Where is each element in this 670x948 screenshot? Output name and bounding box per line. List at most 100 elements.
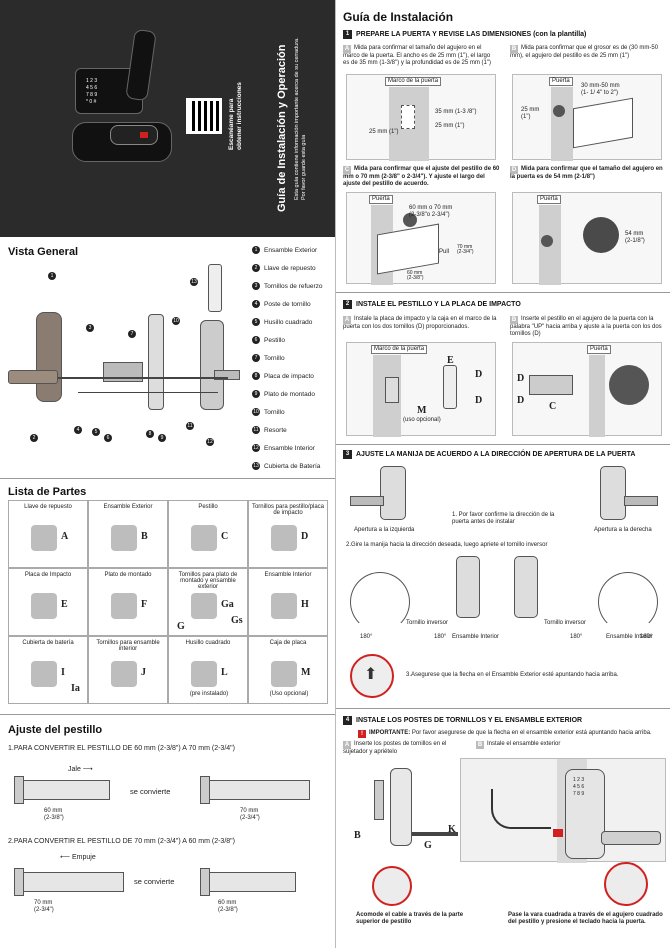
- legend-label: Tornillo: [264, 354, 285, 362]
- bore-hole-c: [403, 213, 417, 227]
- part-letter: C: [221, 531, 229, 542]
- important-note: !IMPORTANTE: Por favor asegurese de que …: [358, 730, 652, 738]
- interior-assembly-shape: [200, 320, 224, 410]
- screw-line: [78, 392, 218, 393]
- qr-caption-2: obtener instrucciones: [236, 82, 243, 150]
- exterior-handle-shape: [8, 370, 58, 384]
- legend-number: 1: [252, 246, 260, 254]
- step-4b-handle: [601, 831, 661, 845]
- qr-caption-1: Escanéame para: [228, 98, 235, 150]
- dim-35: 35 mm (1-3 /8"): [435, 109, 477, 115]
- dim-54: 54 mm(2-1/8"): [625, 231, 645, 244]
- battery-cover-shape: [208, 264, 222, 312]
- legend-item: 1 Ensamble Exterior: [252, 246, 317, 254]
- legend-number: 13: [252, 462, 260, 470]
- dim-70-b: 70 mm(2-3/4"): [34, 900, 54, 913]
- converts-label-2: se convierte: [134, 877, 175, 886]
- callout-7: 7: [128, 330, 136, 338]
- deg-left-2: 180°: [434, 634, 447, 640]
- part-label: Plato de montado: [104, 572, 152, 578]
- left-open-label: Apertura a la izquierda: [354, 527, 415, 533]
- legend-number: 6: [252, 336, 260, 344]
- door-label-c: Puerta: [369, 195, 393, 204]
- dim-60-70: 60 mm o 70 mm(2-3/8"o 2-3/4"): [409, 205, 453, 218]
- label-G-4: G: [424, 840, 432, 851]
- part-letter: A: [61, 531, 69, 542]
- latch-before-shape: [14, 780, 110, 800]
- latch-after-plate-2: [200, 868, 210, 896]
- step-3-left-lock: [380, 466, 406, 520]
- qr-code[interactable]: [186, 98, 222, 134]
- label-D-2: D: [475, 395, 483, 406]
- step-4a-lock: [390, 768, 412, 846]
- template-sheet: [573, 97, 633, 149]
- part-label: Placa de Impacto: [24, 572, 72, 578]
- callout-13: 13: [190, 278, 198, 286]
- legend-number: 10: [252, 408, 260, 416]
- step-3-note-3: 3.Asegurese que la flecha en el Ensamble…: [406, 672, 619, 678]
- bore-hole-d-side: [541, 235, 553, 247]
- reverse-screw-left: Tornillo inversor: [406, 620, 449, 626]
- latch-after-shape-2: [200, 872, 296, 892]
- part-label: Pestillo: [198, 504, 218, 510]
- part-note: (pre instalado): [189, 691, 229, 697]
- label-C: C: [549, 401, 557, 412]
- callout-11: 11: [186, 422, 194, 430]
- label-D-4: D: [517, 395, 525, 406]
- pull-label: Jale ⟶: [68, 766, 93, 773]
- part-illustration: [191, 593, 217, 619]
- right-open-label: Apertura a la derecha: [594, 527, 652, 533]
- label-E: E: [447, 355, 454, 366]
- label-M: M: [417, 405, 427, 416]
- part-letter-secondary: Gs: [231, 615, 243, 626]
- step-3-right-handle: [624, 496, 658, 506]
- latch-row-1: Jale ⟶ 60 mm(2-3/8") se convierte 70 mm(…: [10, 762, 330, 832]
- part-illustration: [31, 661, 57, 687]
- legend-label: Resorte: [264, 426, 287, 434]
- step-1-divider: [336, 292, 670, 293]
- rotation-arc-left: [350, 572, 410, 632]
- part-letter: F: [141, 599, 148, 610]
- step-3-divider: [336, 708, 670, 709]
- dim-70-c: 70 mm(2-3/4"): [457, 244, 474, 255]
- part-label: Ensamble Exterior: [103, 504, 153, 510]
- part-letter: H: [301, 599, 309, 610]
- door-label-d: Puerta: [537, 195, 561, 204]
- step-2-divider: [336, 444, 670, 445]
- bore-hole-b: [553, 105, 565, 117]
- dim-thickness: 30 mm-50 mm(1- 1/ 4" to 2"): [581, 83, 620, 96]
- interior-handle-shape: [214, 370, 240, 380]
- detail-circle-left: [372, 866, 412, 906]
- part-label: Llave de repuesto: [24, 504, 72, 510]
- step-4a-spindle: [412, 832, 458, 836]
- label-K-4: K: [448, 824, 456, 835]
- dim-60: 60 mm(2-3/8"): [44, 808, 64, 821]
- part-letter: E: [61, 599, 68, 610]
- part-label: Cubierta de batería: [22, 640, 74, 646]
- latch-title: Ajuste del pestillo: [8, 724, 103, 736]
- latch-after-shape: [200, 780, 310, 800]
- detail-circle-right: [604, 862, 648, 906]
- legend-label: Ensamble Exterior: [264, 246, 318, 254]
- strike-box-shape: [385, 377, 399, 403]
- part-label: Husillo cuadrado: [185, 640, 231, 646]
- deg-right: 180°: [570, 634, 583, 640]
- dim-25-c: 25 mm(1"): [521, 107, 540, 120]
